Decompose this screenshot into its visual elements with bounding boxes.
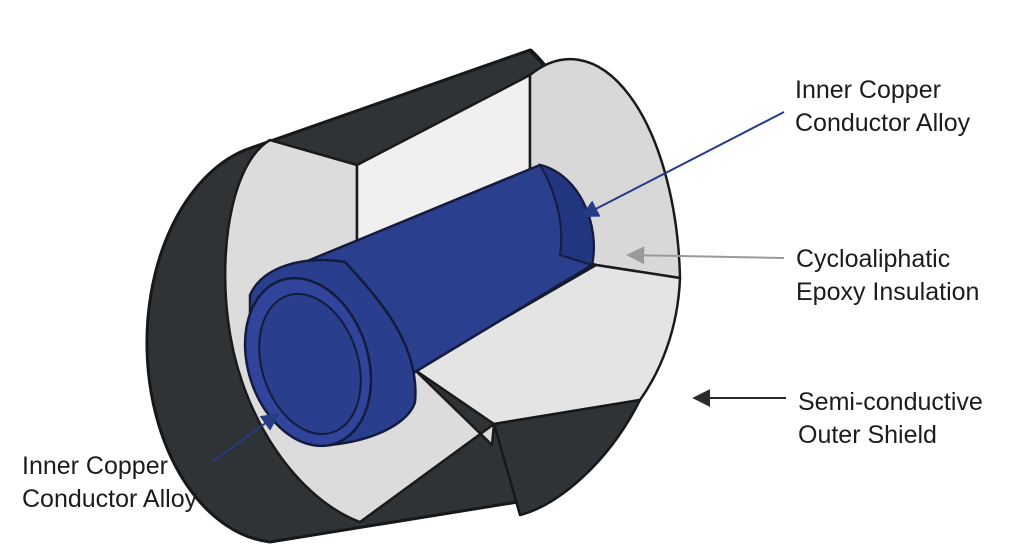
cutout-shield-edge [492,398,642,517]
label-line: Outer Shield [798,421,937,449]
conductor-front-inner-ring [258,292,362,436]
label-outer-shield: Semi-conductive Outer Shield [798,386,983,452]
label-line: Inner Copper [22,452,168,480]
conductor-end-cap [537,163,595,267]
arrow-conductor-bottom [211,412,280,463]
label-line: Inner Copper [795,76,941,104]
arrow-insulation [626,246,785,265]
label-inner-copper-conductor-top: Inner Copper Conductor Alloy [795,74,970,140]
label-line: Cycloaliphatic [796,245,951,273]
label-line: Conductor Alloy [22,485,198,513]
label-line: Semi-conductive [798,388,983,416]
label-line: Conductor Alloy [795,109,971,137]
arrow-conductor-top [580,111,785,217]
label-epoxy-insulation: Cycloaliphatic Epoxy Insulation [796,243,979,309]
label-line: Epoxy Insulation [796,278,980,306]
label-inner-copper-conductor-bottom: Inner Copper Conductor Alloy [22,450,197,516]
